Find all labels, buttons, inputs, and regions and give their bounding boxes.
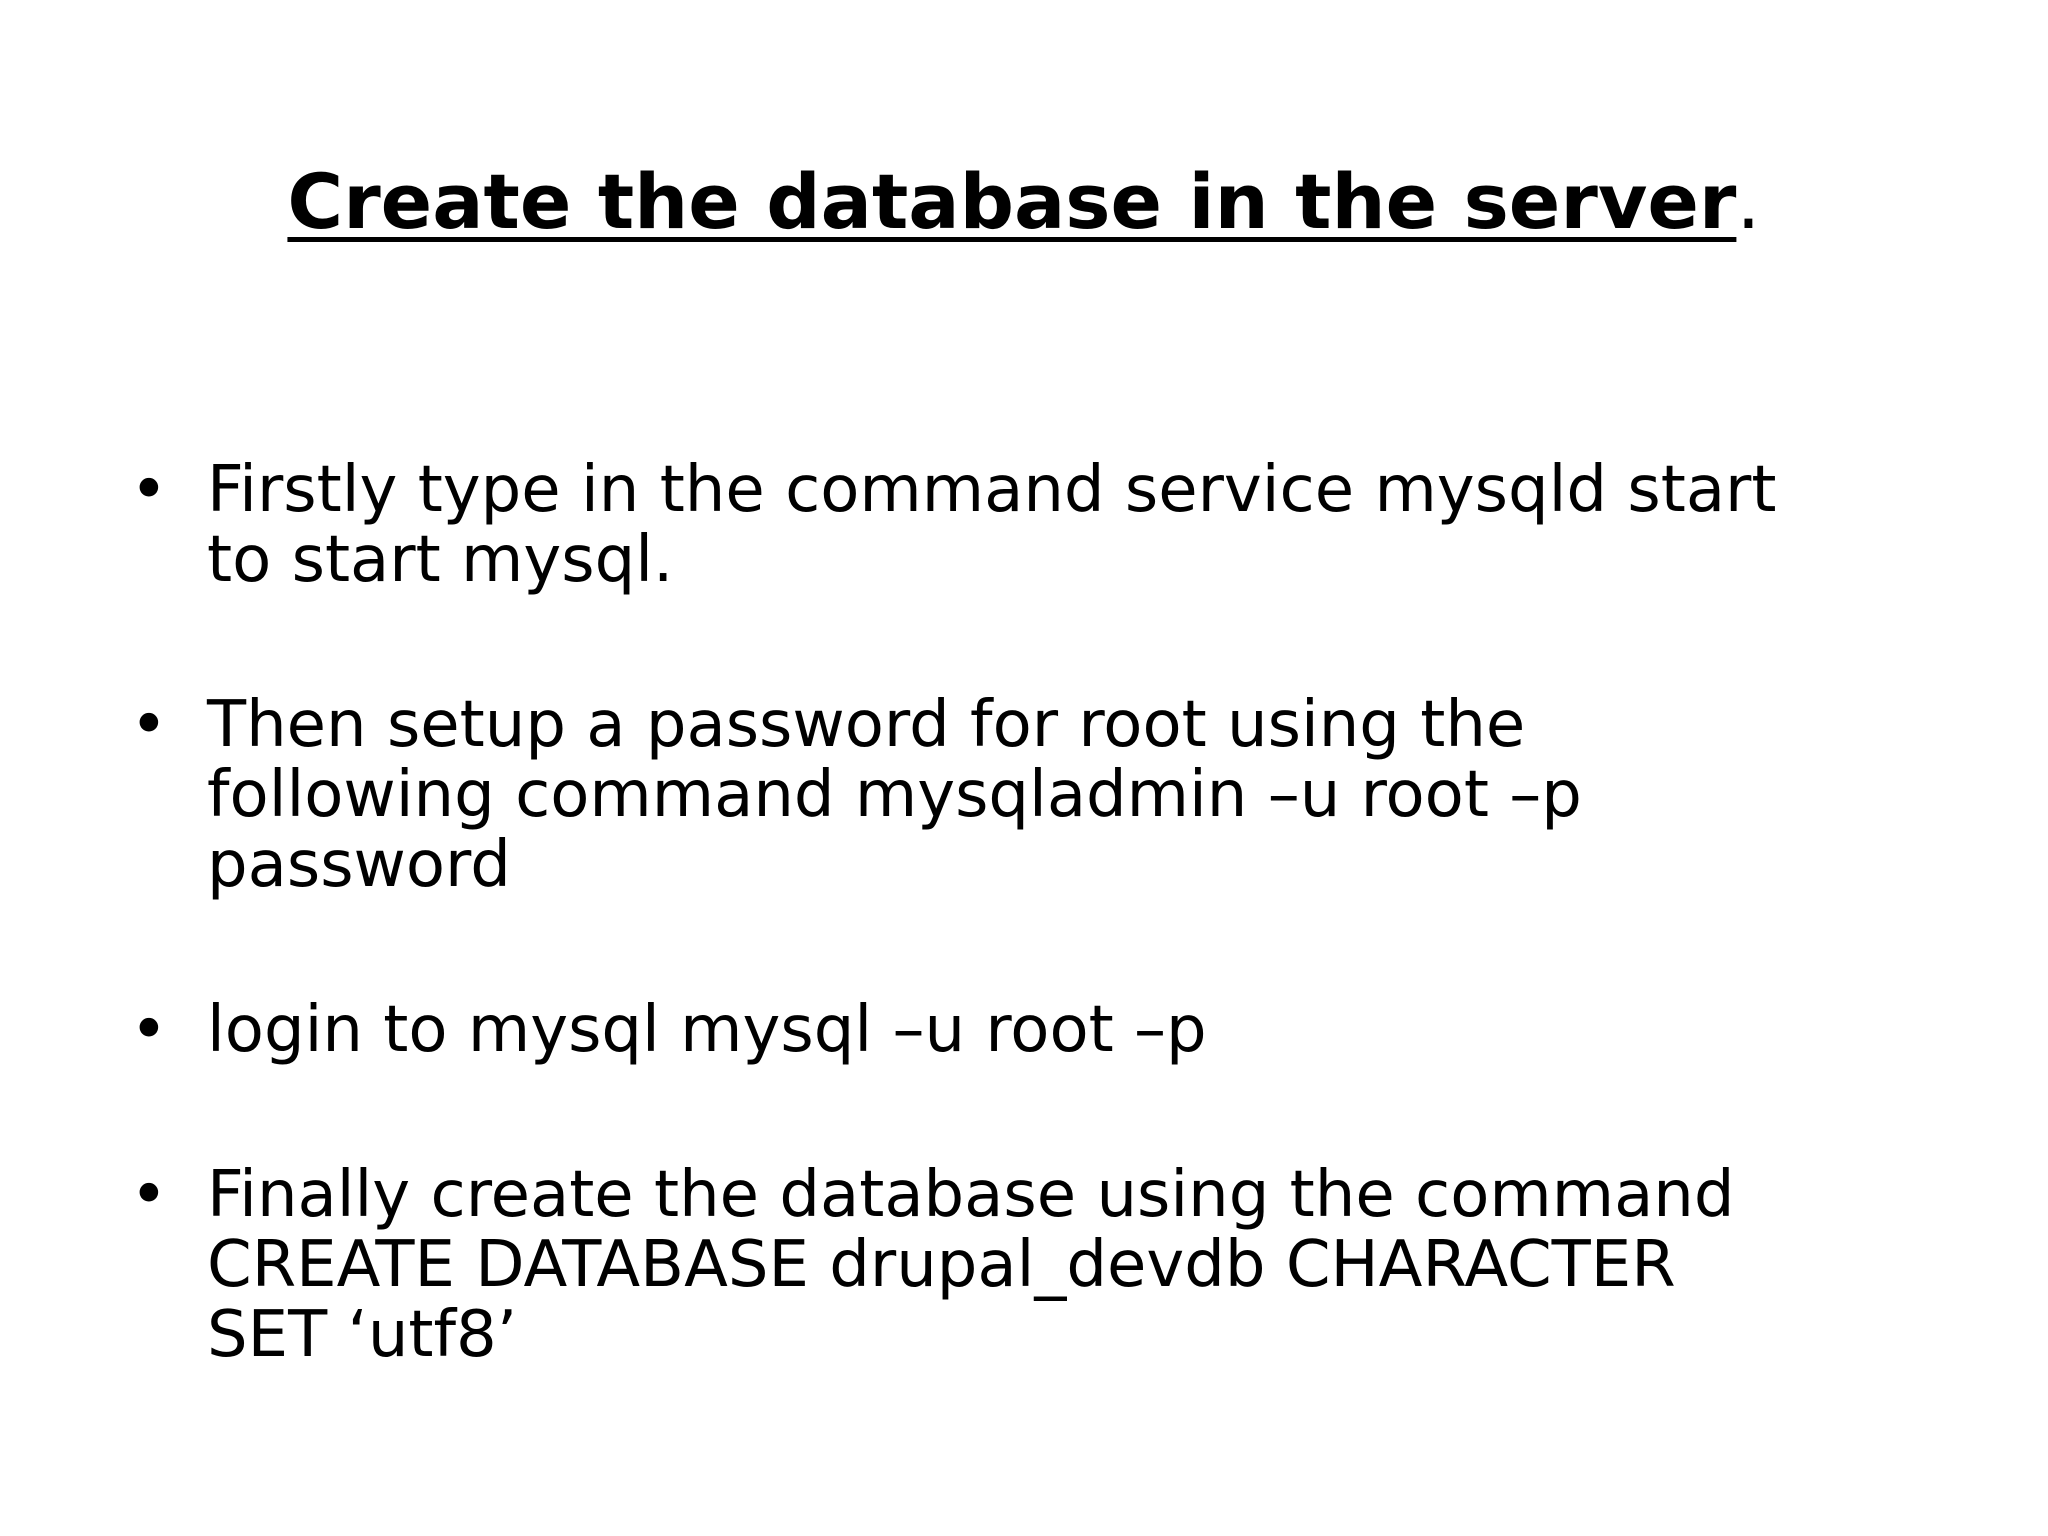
bullet-item-3: • login to mysql mysql –u root –p — [120, 995, 1808, 1065]
bullet-text-setup-root-password: Then setup a password for root using the… — [207, 688, 1582, 902]
bullet-icon: • — [130, 993, 168, 1067]
bullet-item-1: • Firstly type in the command service my… — [120, 455, 1808, 595]
bullet-text-firstly-start-mysql: Firstly type in the command service mysq… — [207, 453, 1777, 597]
bullet-item-4: • Finally create the database using the … — [120, 1160, 1808, 1370]
bullet-icon: • — [130, 688, 168, 762]
bullet-text-login-to-mysql: login to mysql mysql –u root –p — [207, 993, 1207, 1067]
bullet-text-create-database: Finally create the database using the co… — [207, 1158, 1735, 1372]
bullet-list: • Firstly type in the command service my… — [120, 455, 1808, 1465]
slide-title-text: Create the database in the server — [287, 157, 1737, 246]
slide-title: Create the database in the server. — [0, 164, 2048, 240]
bullet-icon: • — [130, 1158, 168, 1232]
slide-title-period: . — [1736, 157, 1761, 246]
bullet-icon: • — [130, 453, 168, 527]
bullet-item-2: • Then setup a password for root using t… — [120, 690, 1808, 900]
